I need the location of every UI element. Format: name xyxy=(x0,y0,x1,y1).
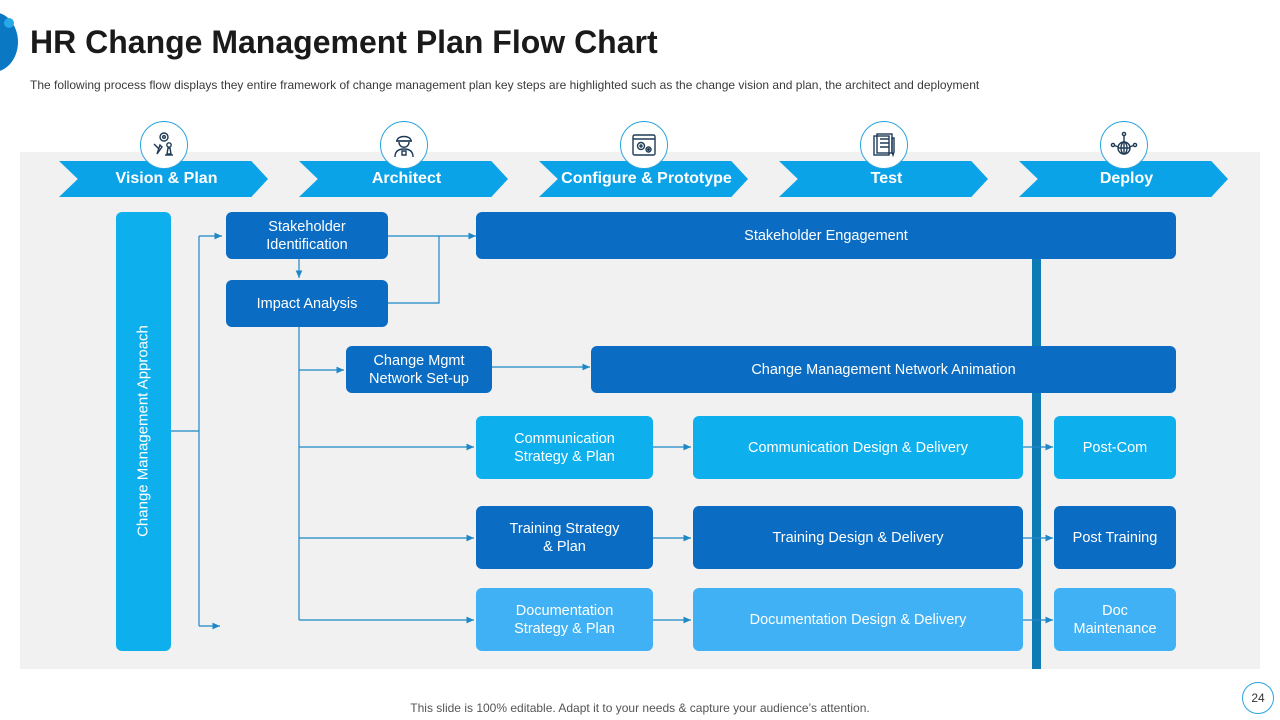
post-com-box: Post-Com xyxy=(1054,416,1176,479)
page-subtitle: The following process flow displays they… xyxy=(30,78,980,92)
corner-dot xyxy=(4,18,14,28)
page-title: HR Change Management Plan Flow Chart xyxy=(30,24,658,60)
connector xyxy=(388,236,440,304)
impact-analysis-box: Impact Analysis xyxy=(226,280,388,327)
deploy-timeline-bar xyxy=(1032,258,1041,669)
settings-window-icon xyxy=(620,121,668,169)
documentation-strategy-box: Documentation Strategy & Plan xyxy=(476,588,653,651)
stakeholder-engagement-box: Stakeholder Engagement xyxy=(476,212,1176,259)
communication-strategy-box: Communication Strategy & Plan xyxy=(476,416,653,479)
training-design-box: Training Design & Delivery xyxy=(693,506,1023,569)
change-mgmt-network-setup-box: Change Mgmt Network Set-up xyxy=(346,346,492,393)
phase-label: Configure & Prototype xyxy=(561,170,732,187)
post-training-box: Post Training xyxy=(1054,506,1176,569)
globe-network-icon xyxy=(1100,121,1148,169)
stakeholder-identification-box: Stakeholder Identification xyxy=(226,212,388,259)
phase-vision-plan: Vision & Plan xyxy=(59,161,268,197)
footer-note: This slide is 100% editable. Adapt it to… xyxy=(410,701,870,715)
phase-label: Deploy xyxy=(1099,170,1154,187)
corner-decoration xyxy=(0,12,18,72)
checklist-icon xyxy=(860,121,908,169)
change-management-approach-bar xyxy=(116,212,171,651)
page-number: 24 xyxy=(1242,682,1274,714)
phase-label: Vision & Plan xyxy=(115,170,218,187)
training-strategy-box: Training Strategy & Plan xyxy=(476,506,653,569)
strategy-chess-icon xyxy=(140,121,188,169)
doc-maintenance-box: Doc Maintenance xyxy=(1054,588,1176,651)
phase-label: Architect xyxy=(371,170,442,187)
change-mgmt-network-animation-box: Change Management Network Animation xyxy=(591,346,1176,393)
engineer-icon xyxy=(380,121,428,169)
documentation-design-box: Documentation Design & Delivery xyxy=(693,588,1023,651)
phase-label: Test xyxy=(870,170,903,187)
communication-design-box: Communication Design & Delivery xyxy=(693,416,1023,479)
